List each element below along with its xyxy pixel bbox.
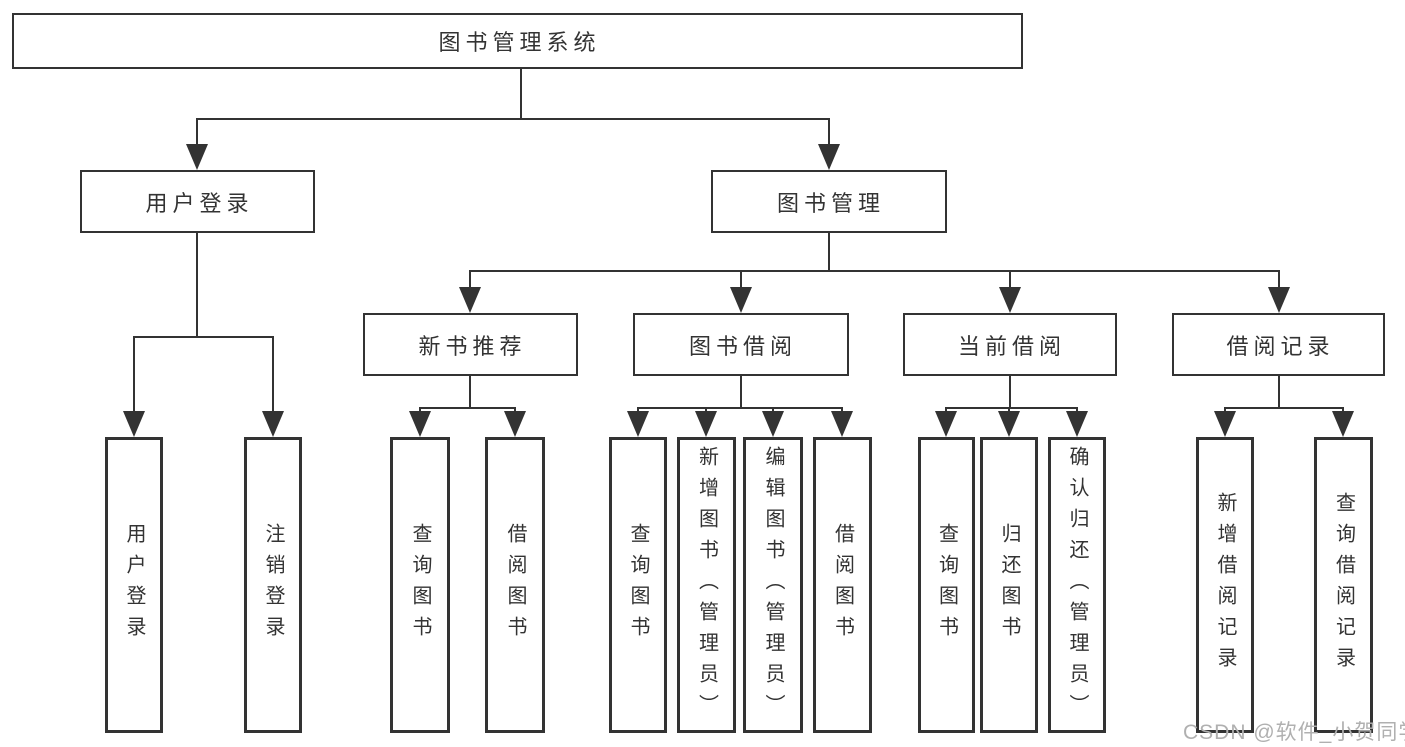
leaf-nbr-borrow-books: 借阅图书	[485, 437, 545, 733]
leaf-bb-edit-books-admin: 编辑图书（管理员）	[743, 437, 803, 733]
leaf-label: 查询图书	[627, 523, 649, 647]
arrow-down-icon	[730, 287, 752, 313]
node-label: 当前借阅	[957, 333, 1066, 359]
arrow-down-icon	[1214, 411, 1236, 437]
connector-line	[469, 270, 471, 291]
connector-line	[1278, 270, 1280, 291]
leaf-label: 注销登录	[262, 523, 284, 647]
connector-line	[1224, 407, 1344, 409]
node-book-management: 图书管理	[711, 170, 947, 233]
leaf-cb-confirm-return-admin: 确认归还（管理员）	[1048, 437, 1106, 733]
connector-line	[419, 407, 516, 409]
leaf-label: 借阅图书	[504, 523, 526, 647]
leaf-label: 查询借阅记录	[1332, 492, 1355, 678]
node-label: 图书借阅	[688, 333, 797, 359]
node-label: 用户登录	[145, 190, 254, 216]
leaf-nbr-query-books: 查询图书	[390, 437, 450, 733]
connector-line	[133, 336, 135, 413]
connector-line	[133, 336, 274, 338]
node-book-borrowing: 图书借阅	[633, 313, 849, 376]
leaf-br-query-borrow-record: 查询借阅记录	[1314, 437, 1373, 733]
leaf-label: 查询图书	[409, 523, 431, 647]
leaf-label: 确认归还（管理员）	[1066, 445, 1088, 725]
connector-line	[469, 376, 471, 409]
arrow-down-icon	[818, 144, 840, 170]
node-label: 借阅记录	[1226, 333, 1335, 359]
connector-line	[945, 407, 1078, 409]
connector-line	[196, 118, 830, 120]
arrow-down-icon	[459, 287, 481, 313]
leaf-bb-borrow-books: 借阅图书	[813, 437, 872, 733]
connector-line	[828, 118, 830, 146]
arrow-down-icon	[998, 411, 1020, 437]
leaf-logout-login: 注销登录	[244, 437, 302, 733]
leaf-bb-query-books: 查询图书	[609, 437, 667, 733]
node-label: 图书管理	[776, 190, 885, 216]
arrow-down-icon	[695, 411, 717, 437]
leaf-label: 查询图书	[935, 523, 958, 647]
node-borrowing-records: 借阅记录	[1172, 313, 1385, 376]
leaf-user-login: 用户登录	[105, 437, 163, 733]
arrow-down-icon	[123, 411, 145, 437]
connector-line	[637, 407, 843, 409]
connector-line	[520, 69, 522, 120]
node-current-borrowing: 当前借阅	[903, 313, 1117, 376]
node-library-system-root: 图书管理系统	[12, 13, 1023, 69]
leaf-label: 编辑图书（管理员）	[762, 445, 784, 725]
arrow-down-icon	[262, 411, 284, 437]
watermark: CSDN @软件_小贺同学	[1183, 721, 1405, 744]
leaf-label: 用户登录	[123, 523, 145, 647]
leaf-label: 借阅图书	[831, 523, 854, 647]
node-new-book-recommend: 新书推荐	[363, 313, 578, 376]
connector-line	[469, 270, 1280, 272]
node-label: 新书推荐	[418, 333, 527, 359]
connector-line	[1009, 270, 1011, 291]
leaf-br-add-borrow-record: 新增借阅记录	[1196, 437, 1254, 733]
node-label: 图书管理系统	[438, 30, 601, 55]
connector-line	[828, 233, 830, 272]
arrow-down-icon	[935, 411, 957, 437]
leaf-cb-query-books: 查询图书	[918, 437, 975, 733]
arrow-down-icon	[1066, 411, 1088, 437]
arrow-down-icon	[627, 411, 649, 437]
leaf-bb-add-books-admin: 新增图书（管理员）	[677, 437, 736, 733]
leaf-label: 归还图书	[998, 523, 1020, 647]
node-user-login: 用户登录	[80, 170, 315, 233]
arrow-down-icon	[831, 411, 853, 437]
connector-line	[272, 336, 274, 413]
connector-line	[740, 376, 742, 409]
arrow-down-icon	[1332, 411, 1354, 437]
arrow-down-icon	[999, 287, 1021, 313]
leaf-label: 新增图书（管理员）	[695, 445, 718, 725]
leaf-cb-return-books: 归还图书	[980, 437, 1038, 733]
connector-line	[1009, 376, 1011, 409]
connector-line	[1278, 376, 1280, 409]
connector-line	[740, 270, 742, 291]
arrow-down-icon	[504, 411, 526, 437]
arrow-down-icon	[409, 411, 431, 437]
connector-line	[196, 118, 198, 146]
leaf-label: 新增借阅记录	[1214, 492, 1236, 678]
arrow-down-icon	[186, 144, 208, 170]
arrow-down-icon	[762, 411, 784, 437]
arrow-down-icon	[1268, 287, 1290, 313]
connector-line	[196, 233, 198, 338]
